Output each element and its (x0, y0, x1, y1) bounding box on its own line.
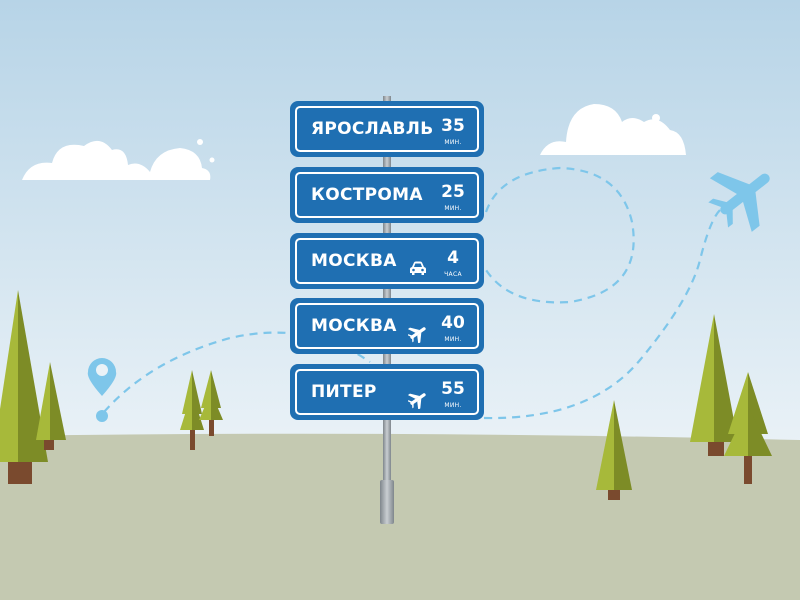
car-icon (410, 261, 426, 275)
sign-city: ПИТЕР (311, 382, 377, 402)
tree-right-center (596, 400, 632, 500)
tree-right-double (724, 372, 772, 484)
sign-time-value: 4 (447, 248, 459, 268)
location-pin-icon (87, 358, 117, 422)
tree-left-medium (36, 362, 66, 450)
cloud-right (540, 104, 686, 155)
sign-time-value: 55 (441, 379, 465, 399)
sign-border: МОСКВА 4 ЧАСА (295, 238, 479, 284)
airplane-icon (708, 172, 770, 232)
sign-time-unit: МИН. (444, 402, 462, 409)
tree-right-tall (690, 314, 738, 456)
sign-border: ЯРОСЛАВЛЬ 35 МИН. (295, 106, 479, 152)
ground (0, 433, 800, 600)
plane-icon (408, 327, 426, 343)
sign-time-value: 35 (441, 116, 465, 136)
sign-border: МОСКВА 40 МИН. (295, 303, 479, 349)
sign-moscow-plane: МОСКВА 40 МИН. (290, 298, 484, 354)
sign-moscow-car: МОСКВА 4 ЧАСА (290, 233, 484, 289)
tree-small-2 (199, 370, 223, 436)
route-line-right (483, 209, 721, 420)
sign-time-unit: МИН. (444, 336, 462, 343)
sign-time-value: 40 (441, 313, 465, 333)
cloud-left (22, 139, 215, 180)
tree-small-1 (180, 370, 204, 450)
sign-border: ПИТЕР 55 МИН. (295, 369, 479, 415)
sign-time-unit: ЧАСА (444, 271, 462, 278)
sign-city: ЯРОСЛАВЛЬ (311, 119, 434, 139)
sign-border: КОСТРОМА 25 МИН. (295, 172, 479, 218)
sign-city: МОСКВА (311, 316, 397, 336)
route-loop (484, 166, 635, 304)
route-line-left (103, 331, 371, 413)
plane-icon (408, 393, 426, 409)
sign-time-value: 25 (441, 182, 465, 202)
sign-yaroslavl: ЯРОСЛАВЛЬ 35 МИН. (290, 101, 484, 157)
sign-time-unit: МИН. (444, 139, 462, 146)
sign-kostroma: КОСТРОМА 25 МИН. (290, 167, 484, 223)
sign-time-unit: МИН. (444, 205, 462, 212)
sign-pole (380, 96, 394, 524)
sign-piter: ПИТЕР 55 МИН. (290, 364, 484, 420)
sign-city: КОСТРОМА (311, 185, 423, 205)
sign-city: МОСКВА (311, 251, 397, 271)
